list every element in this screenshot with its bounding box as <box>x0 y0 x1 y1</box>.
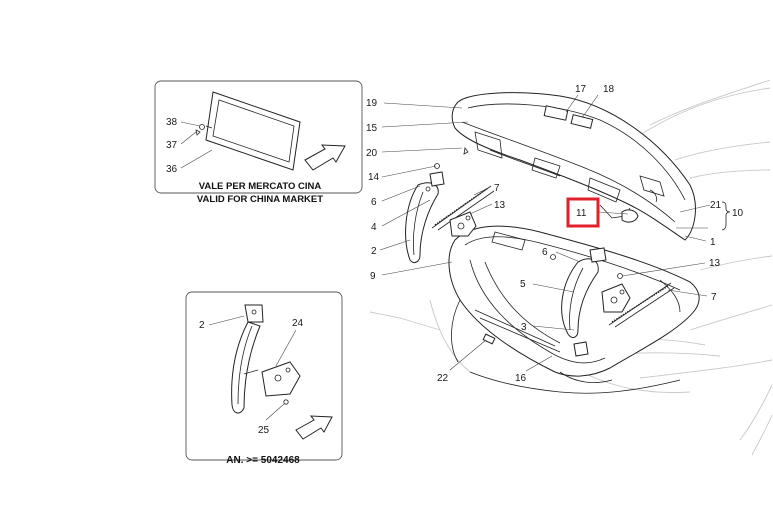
left-hinge-assembly <box>405 171 495 263</box>
trunk-lid <box>451 92 696 241</box>
callout-4: 4 <box>371 222 377 233</box>
group-bracket <box>721 201 731 231</box>
inset-serial-range: 2 24 25 AN. >= 5042468 <box>185 291 343 466</box>
callout-13-right: 13 <box>709 258 721 269</box>
inset-label-25: 25 <box>258 425 270 436</box>
arrow-icon <box>304 144 346 171</box>
inset-label-36: 36 <box>166 164 178 175</box>
callout-6-left: 6 <box>371 197 377 208</box>
china-caption-line1: VALE PER MERCATO CINA <box>199 181 322 192</box>
callout-1: 1 <box>710 237 716 248</box>
callout-17: 17 <box>575 84 587 95</box>
callout-7-left: 7 <box>494 183 500 194</box>
inset-china-market: 38 37 36 VALE PER MERCATO CINA VALID FOR… <box>154 80 363 205</box>
callout-20: 20 <box>366 148 378 159</box>
inset-label-2: 2 <box>199 320 205 331</box>
car-body-outline <box>369 79 773 456</box>
callout-22: 22 <box>437 373 449 384</box>
inset-label-37: 37 <box>166 140 178 151</box>
callout-15: 15 <box>366 123 378 134</box>
callout-13-left: 13 <box>494 200 506 211</box>
callout-19: 19 <box>366 98 378 109</box>
callout-16: 16 <box>515 373 527 384</box>
arrow-icon <box>295 415 333 440</box>
highlight-box <box>566 197 600 228</box>
china-caption-line2: VALID FOR CHINA MARKET <box>197 194 323 205</box>
callout-5: 5 <box>520 279 526 290</box>
callout-18: 18 <box>603 84 615 95</box>
callout-leaders <box>379 94 711 372</box>
callout-21: 21 <box>710 200 722 211</box>
callout-3: 3 <box>521 322 527 333</box>
callout-6-right: 6 <box>542 247 548 258</box>
callout-2: 2 <box>371 246 377 257</box>
callout-9: 9 <box>370 271 376 282</box>
highlighted-callout-11[interactable]: 11 <box>566 197 600 228</box>
callout-labels: 17 18 19 15 20 14 6 7 4 13 2 9 21 10 1 6… <box>366 84 744 384</box>
callout-10: 10 <box>732 208 744 219</box>
right-hinge-assembly <box>561 247 675 357</box>
callout-11: 11 <box>576 208 587 219</box>
callout-14: 14 <box>368 172 380 183</box>
inset-label-24: 24 <box>292 318 304 329</box>
inset-label-38: 38 <box>166 117 178 128</box>
callout-7-right: 7 <box>711 292 717 303</box>
serial-caption: AN. >= 5042468 <box>226 455 300 466</box>
